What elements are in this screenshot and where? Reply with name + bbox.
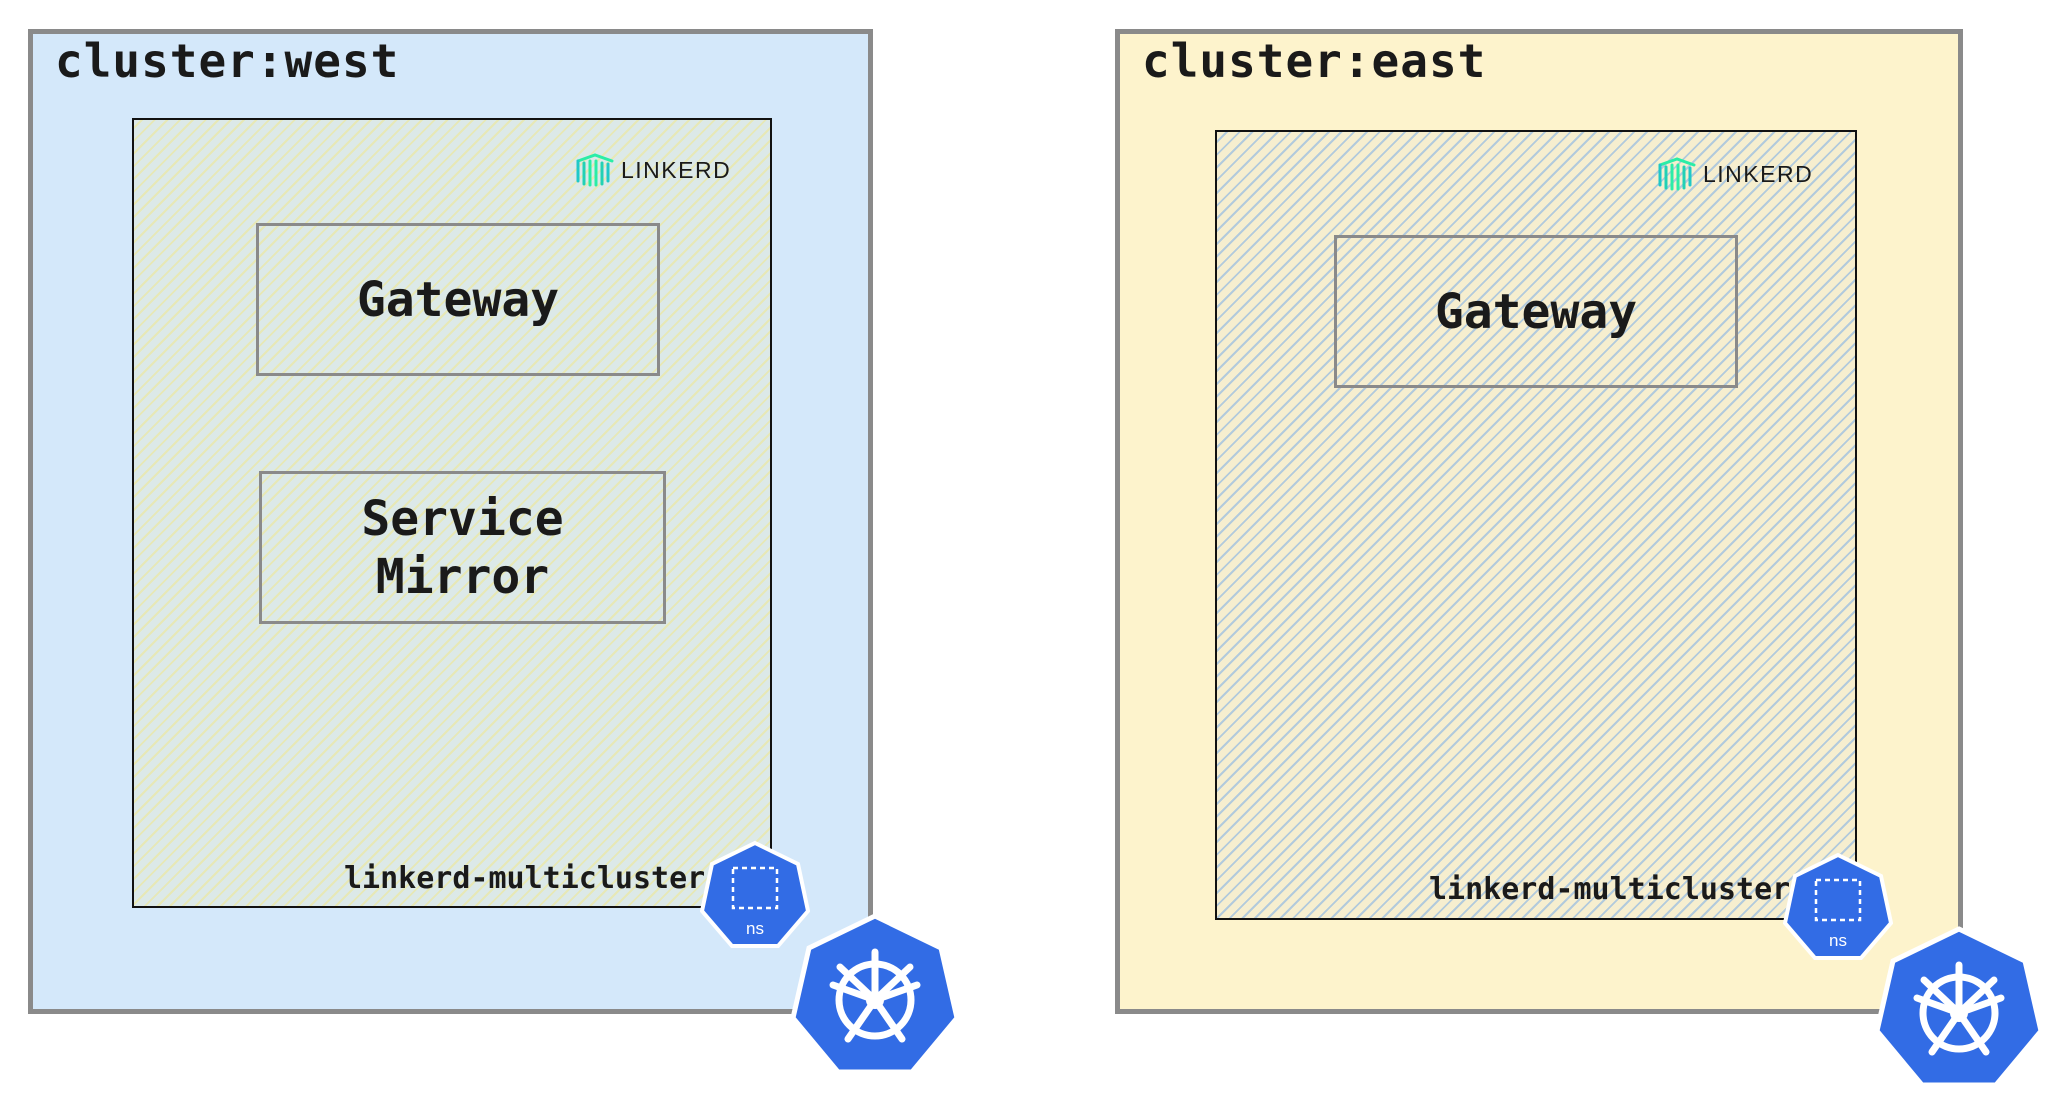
linkerd-brand-west: LINKERD: [575, 153, 731, 187]
gateway-east-label: Gateway: [1434, 283, 1638, 340]
linkerd-brand-east: LINKERD: [1657, 157, 1813, 191]
cluster-west-title: cluster:west: [55, 34, 400, 88]
gateway-east: Gateway: [1334, 235, 1738, 388]
kubernetes-icon-west: [790, 913, 960, 1075]
namespace-label-west: linkerd-multicluster: [344, 861, 706, 896]
namespace-box-east: [1215, 130, 1857, 920]
ns-badge-east: ns: [1829, 931, 1847, 950]
gateway-west: Gateway: [256, 223, 660, 376]
ns-badge-west: ns: [746, 919, 764, 938]
linkerd-brand-label-east: LINKERD: [1703, 160, 1814, 187]
kubernetes-namespace-icon: ns: [1783, 852, 1893, 960]
linkerd-logo-icon: [1658, 157, 1696, 191]
service-mirror-west: Service Mirror: [259, 471, 666, 624]
linkerd-brand-label-west: LINKERD: [621, 156, 732, 183]
service-mirror-line1: Service: [361, 490, 564, 547]
gateway-west-label: Gateway: [356, 271, 560, 328]
kubernetes-icon-east: [1874, 926, 2044, 1088]
kubernetes-namespace-icon: ns: [700, 840, 810, 948]
linkerd-logo-icon: [576, 153, 614, 187]
cluster-east-title: cluster:east: [1142, 34, 1487, 88]
namespace-label-east: linkerd-multicluster: [1429, 872, 1791, 907]
service-mirror-line2: Mirror: [375, 548, 550, 605]
